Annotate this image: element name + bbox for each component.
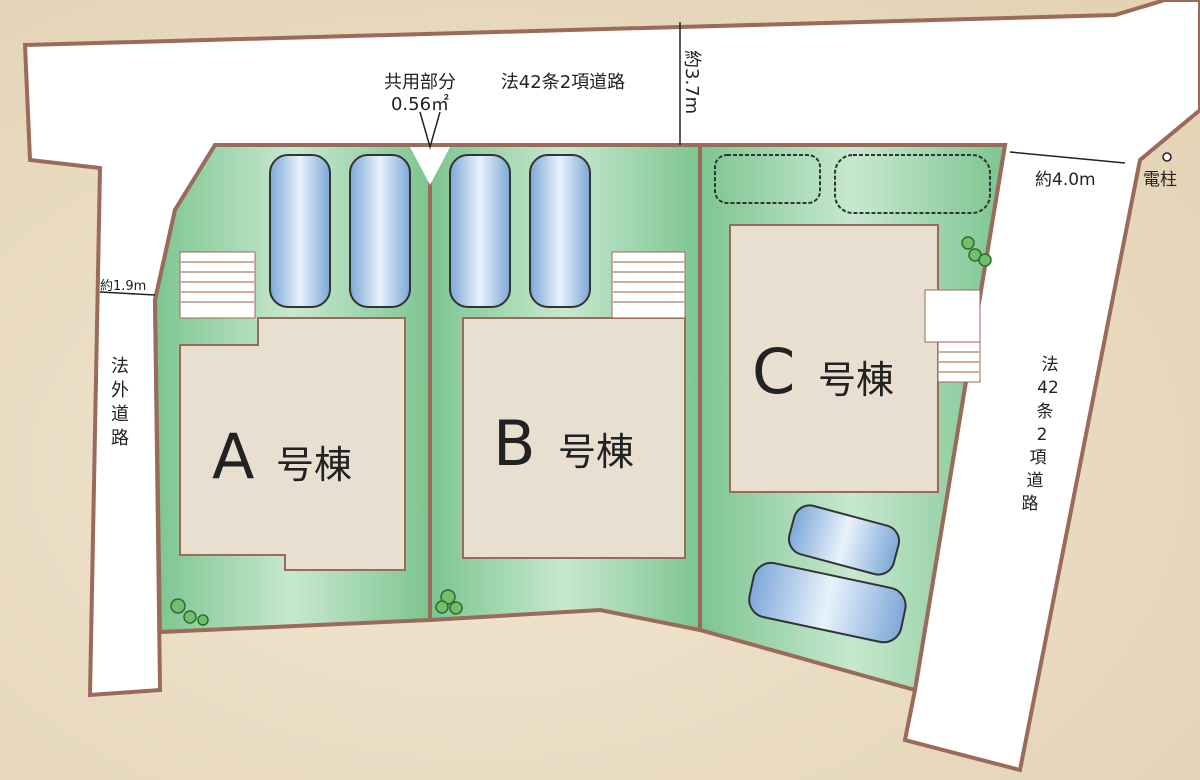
building-a-letter: A xyxy=(212,420,254,493)
parked-cars xyxy=(269,154,907,644)
shrubs xyxy=(170,236,992,626)
planned-cars xyxy=(714,154,991,214)
building-b-letter: B xyxy=(493,407,536,480)
building-a-suffix: 号棟 xyxy=(276,443,352,487)
building-c-letter: C xyxy=(752,335,795,408)
common-area-shape xyxy=(410,147,450,185)
right-road-char: 条 xyxy=(1037,402,1054,422)
right-road-char: 路 xyxy=(1022,494,1039,514)
right-road-width: 約4.0m xyxy=(1035,170,1096,190)
left-road-char: 路 xyxy=(111,428,129,449)
left-road-char: 道 xyxy=(111,404,129,425)
common-area-pointer xyxy=(419,111,441,150)
right-road-label: 法 42 条 2 項 道 路 xyxy=(1022,355,1059,514)
building-b-suffix: 号棟 xyxy=(558,430,634,474)
top-road-label: 法42条2項道路 xyxy=(501,72,625,93)
common-area-label: 共用部分 xyxy=(384,72,456,93)
left-road-width: 約1.9m xyxy=(100,279,146,294)
left-road-label: 法 外 道 路 xyxy=(111,356,129,449)
right-road-char: 42 xyxy=(1037,378,1059,398)
right-road-char: 2 xyxy=(1037,425,1048,445)
utility-pole-icon xyxy=(1162,152,1172,162)
common-area-size: 0.56㎡ xyxy=(391,93,449,115)
building-c xyxy=(729,224,939,493)
utility-pole-label: 電柱 xyxy=(1143,170,1177,190)
left-road-char: 外 xyxy=(111,380,129,401)
right-road-char: 項 xyxy=(1030,448,1047,468)
left-road-char: 法 xyxy=(111,356,129,377)
dimension-line-right xyxy=(1009,151,1126,164)
top-road-width: 約3.7m xyxy=(681,50,702,114)
right-road-char: 道 xyxy=(1027,471,1044,491)
right-road-char: 法 xyxy=(1042,355,1059,375)
building-c-suffix: 号棟 xyxy=(818,358,894,402)
building-a xyxy=(179,317,406,571)
building-b xyxy=(462,317,686,559)
dimension-line-left xyxy=(99,291,156,296)
